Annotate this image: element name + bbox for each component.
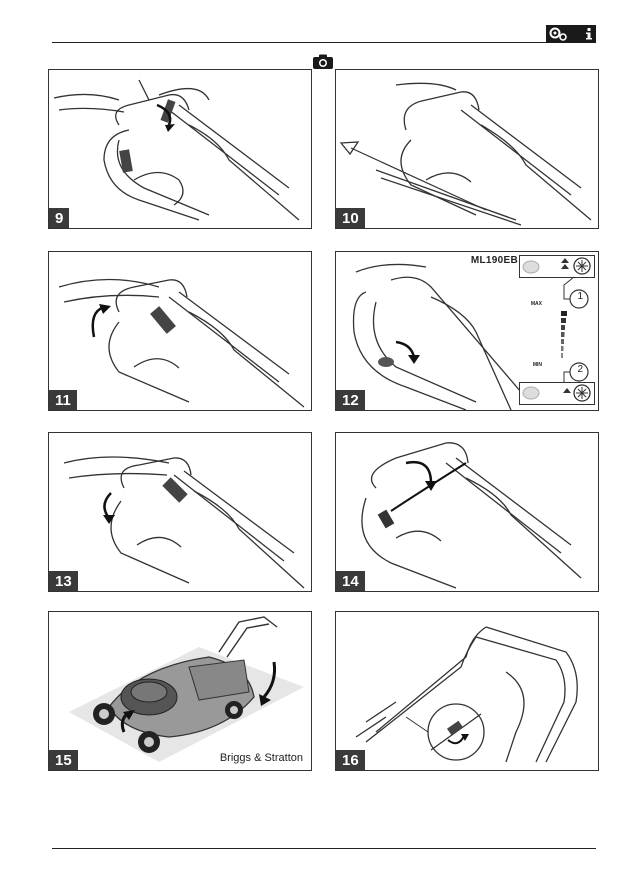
bottom-rule [52, 848, 596, 849]
figure-number: 16 [336, 750, 365, 770]
figure-number: 10 [336, 208, 365, 228]
handle-fold-illustration [53, 79, 300, 221]
handle-unfold-illustration [58, 278, 305, 408]
min-label: MIN [532, 362, 542, 368]
model-label: ML190EB [470, 255, 518, 266]
figure-12: ML190EB MAX MIN 1 2 12 [335, 251, 599, 411]
cable-release-illustration [339, 82, 592, 226]
figure-10: 10 [335, 69, 599, 229]
figure-9: 9 [48, 69, 312, 229]
figure-number: 13 [49, 571, 78, 591]
cutting-height-gauge [519, 255, 595, 405]
figure-14: 14 [335, 432, 599, 592]
cable-adjust-illustration [355, 626, 578, 763]
figure-15: Briggs & Stratton 15 [48, 611, 312, 771]
height-adjust-illustration [352, 263, 522, 410]
figure-13: 13 [48, 432, 312, 592]
header-badge [546, 25, 596, 43]
info-icon [586, 28, 592, 40]
callout-2: 2 [577, 364, 583, 375]
figure-number: 11 [49, 390, 77, 410]
max-label: MAX [530, 301, 542, 307]
brand-label: Briggs & Stratton [219, 752, 303, 764]
callout-1: 1 [577, 291, 583, 302]
figure-number: 9 [49, 208, 70, 228]
figure-16: 16 [335, 611, 599, 771]
figure-number: 12 [336, 390, 365, 410]
camera-icon [313, 54, 333, 69]
handle-lock-illustration [63, 456, 305, 589]
figure-number: 14 [336, 571, 365, 591]
top-rule [52, 42, 596, 43]
gears-icon [549, 27, 567, 41]
cable-clip-illustration [361, 442, 582, 589]
figure-number: 15 [49, 750, 78, 770]
lawnmower-illustration [69, 616, 304, 762]
figure-11: 11 [48, 251, 312, 411]
